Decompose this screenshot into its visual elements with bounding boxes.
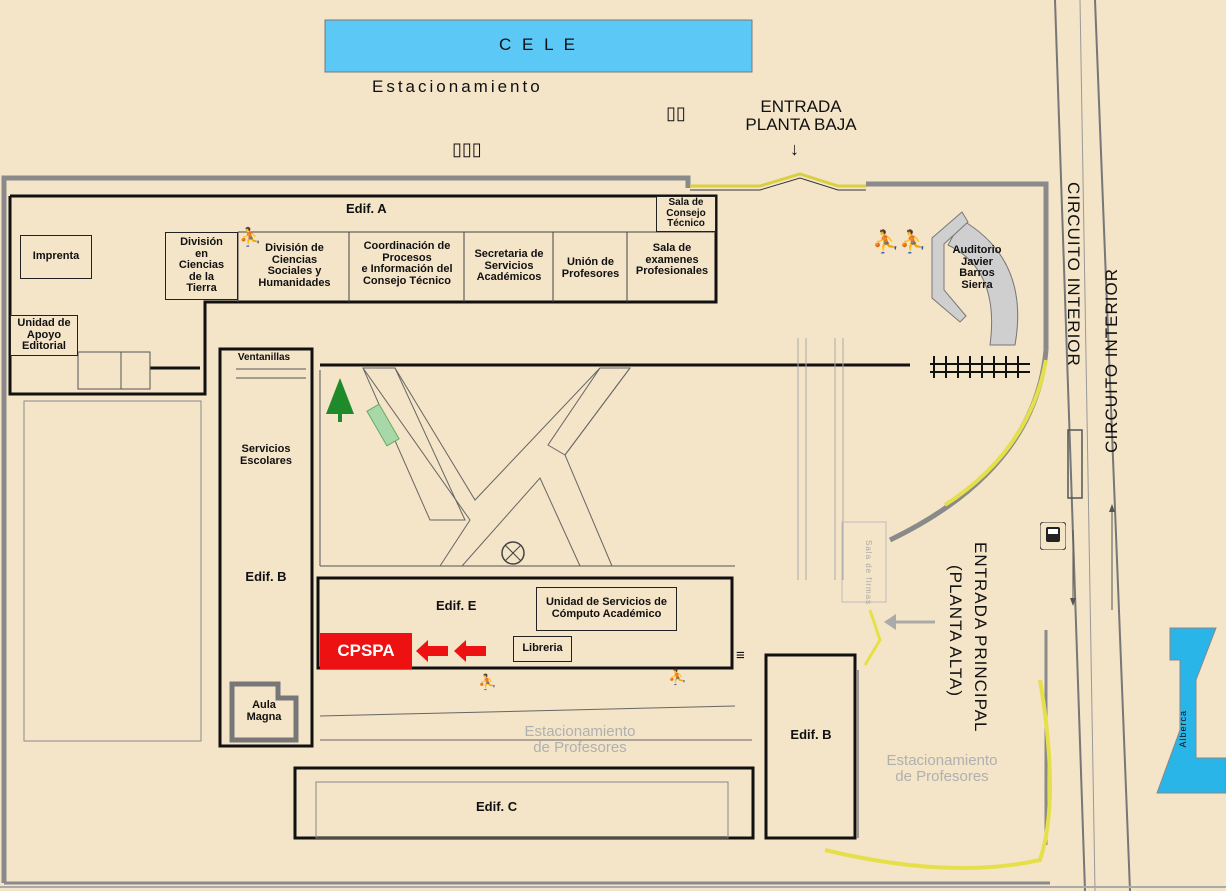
stairs-icon: ⛹ <box>239 227 262 247</box>
edif-b-left-outline <box>218 347 314 748</box>
car-icon: ▯▯▯ <box>452 139 482 159</box>
entrada-principal-label: ENTRADA PRINCIPAL <box>971 542 990 733</box>
tree-icon <box>324 378 356 427</box>
stairs-icon: ⛹⛹ <box>872 229 927 254</box>
cele-building <box>324 19 753 73</box>
ventanillas-label: Ventanillas <box>237 352 291 363</box>
imprenta-room: Imprenta <box>20 235 92 279</box>
edif-e-label: Edif. E <box>436 598 477 613</box>
bus-icon <box>1039 521 1067 555</box>
alberca-label: Alberca <box>1178 710 1188 748</box>
red-arrow-icon <box>416 640 448 667</box>
stairs-icon: ⛹ <box>478 674 497 691</box>
entrada-principal-sub-label: (PLANTA ALTA) <box>946 565 965 698</box>
edif-b-right-outline <box>764 653 857 840</box>
circuito-interior-label: CIRCUITO INTERIOR <box>1064 182 1083 367</box>
edif-b-left-label: Edif. B <box>245 569 287 584</box>
red-arrow-icon <box>454 640 486 667</box>
circuito-interior-label: CIRCUITO INTERIOR <box>1102 268 1121 453</box>
edif-c-outline <box>293 766 755 840</box>
down-arrow-icon: ↓ <box>790 139 799 159</box>
cele-label: C E L E <box>499 35 578 54</box>
edif-a-label: Edif. A <box>346 201 387 216</box>
libreria-room: Libreria <box>513 636 572 662</box>
entrada-planta-baja-label: ENTRADA PLANTA BAJA <box>745 97 857 134</box>
cpspa-room: CPSPA <box>320 633 412 669</box>
estacionamiento-label: Estacionamiento <box>372 77 543 96</box>
stairs-icon: ≡ <box>736 647 745 664</box>
edif-b-right-label: Edif. B <box>790 727 832 742</box>
fountain-icon <box>500 540 526 571</box>
alberca-pool <box>1156 627 1226 794</box>
car-icon: ▯▯ <box>666 103 686 123</box>
edif-c-label: Edif. C <box>476 799 518 814</box>
sala-firmas-label: Sala de firmas <box>864 540 873 606</box>
stairs-icon: ⛹ <box>668 669 687 686</box>
edif-e-outline <box>316 576 734 670</box>
